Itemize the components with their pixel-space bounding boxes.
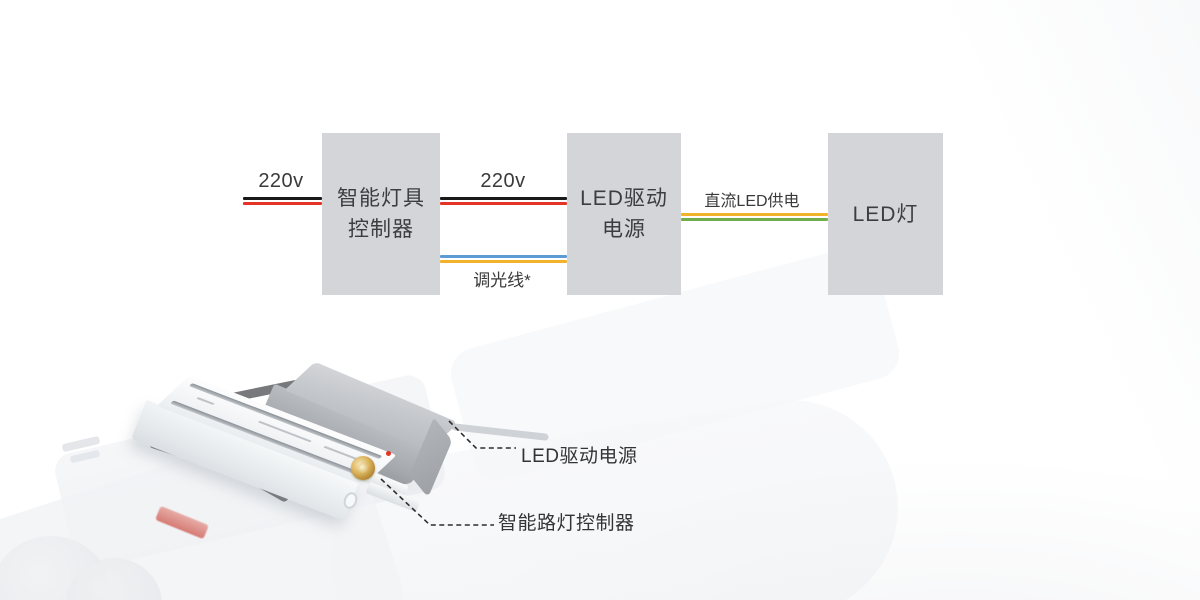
driver-callout-label: LED驱动电源: [521, 446, 638, 467]
dc-supply-wire-green: [681, 218, 828, 221]
antenna-connector-pin: [358, 463, 368, 473]
ac-link-wire-black: [440, 197, 567, 200]
ac-link-label: 220v: [480, 170, 526, 192]
dimming-wire-label: 调光线*: [473, 271, 531, 290]
flow-box-label-line: LED灯: [852, 202, 919, 226]
dc-supply-label: 直流LED供电: [704, 193, 800, 210]
ac-link-wire-red: [440, 202, 567, 205]
flow-box-led-driver: LED驱动 电源: [567, 133, 681, 295]
ac-input-wire-red: [243, 202, 322, 205]
controller-print-marking: [196, 397, 215, 406]
ac-input-label: 220v: [258, 170, 304, 192]
flow-box-label-line: 控制器: [348, 218, 414, 241]
status-led-dot: [386, 451, 391, 456]
controller-callout-label: 智能路灯控制器: [498, 513, 635, 534]
flow-box-smart-light-controller: 智能灯具 控制器: [322, 133, 440, 295]
antenna-connector: [351, 456, 375, 480]
controller-body: [128, 364, 397, 538]
flow-box-label-line: 电源: [602, 218, 646, 241]
dc-supply-wire-yellow: [681, 213, 828, 216]
dimming-wire-blue: [440, 255, 567, 258]
flow-box-label-line: LED驱动: [580, 187, 668, 210]
flow-box-led-lamp: LED灯: [828, 133, 943, 295]
dimming-wire-yellow: [440, 260, 567, 263]
flow-box-label-line: 智能灯具: [337, 187, 425, 210]
ac-input-wire-black: [243, 197, 322, 200]
